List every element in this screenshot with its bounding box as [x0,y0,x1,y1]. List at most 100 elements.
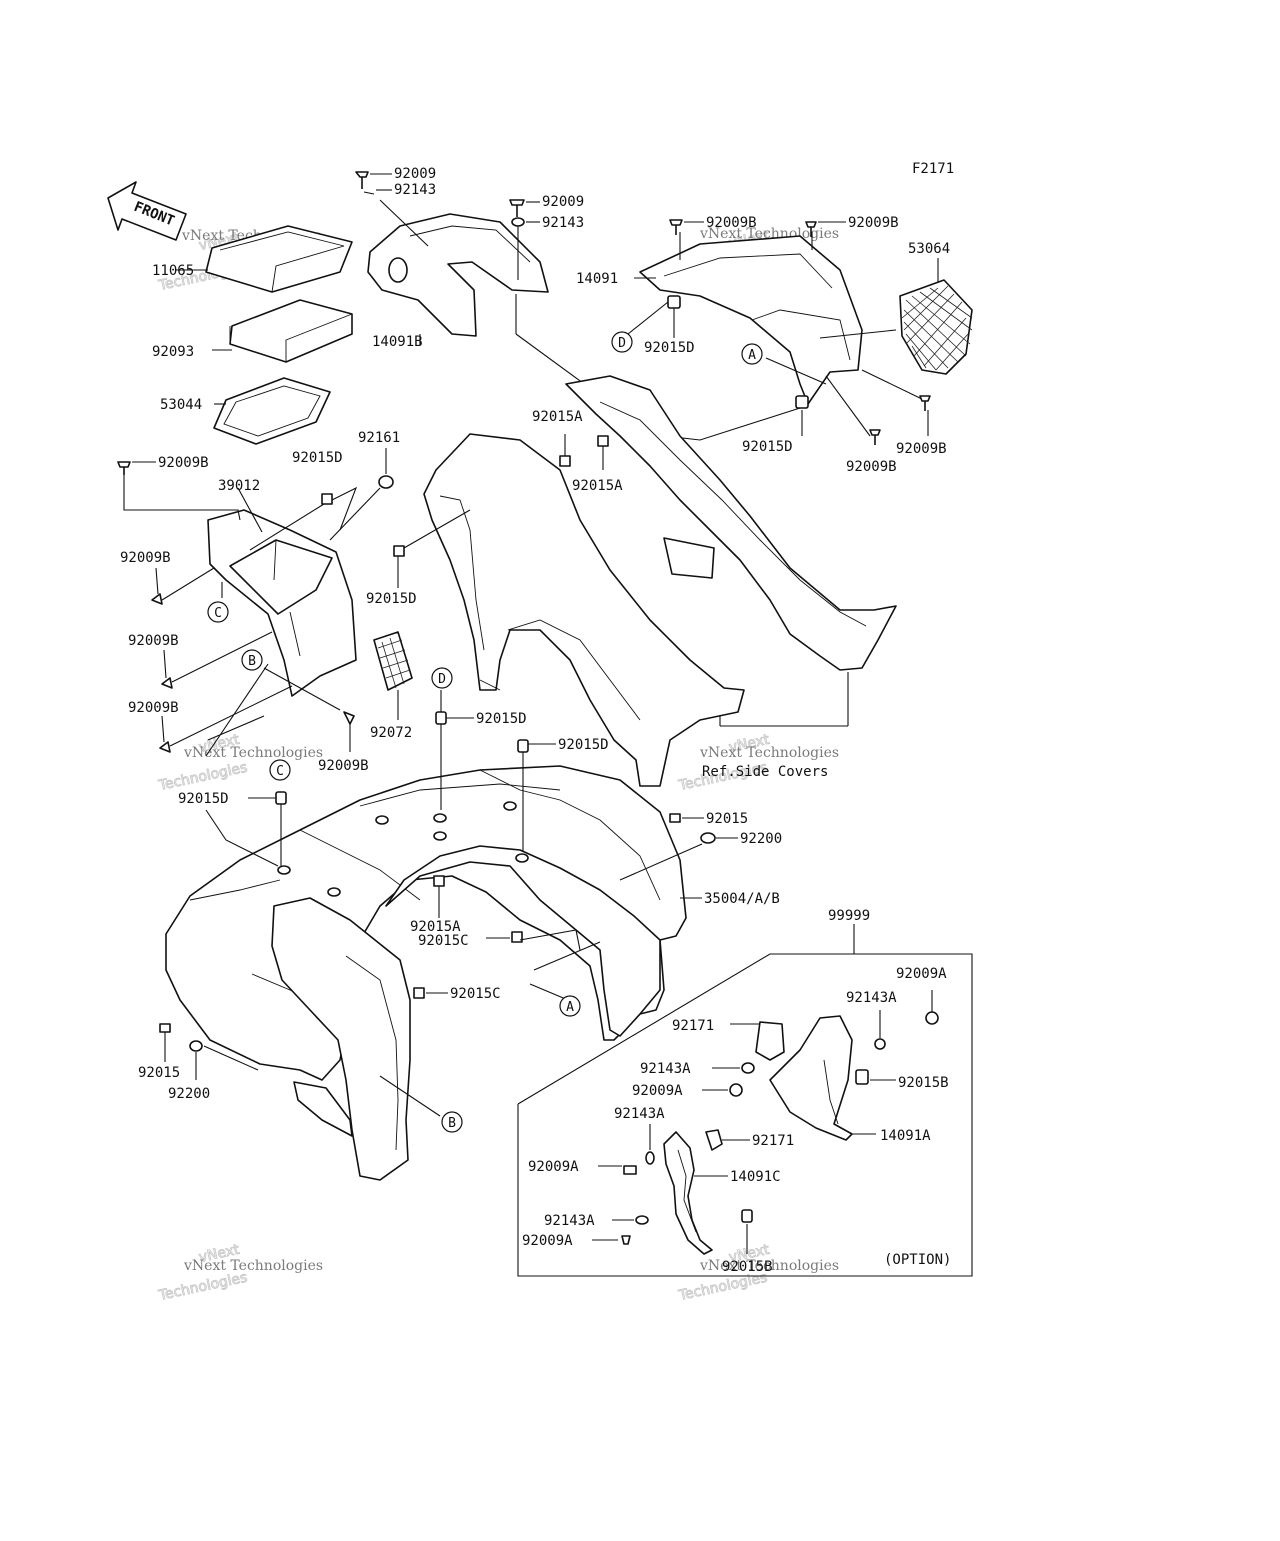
screw-icon [869,429,881,445]
screw-icon [343,711,355,725]
watermark-small: vNext Technologies [183,745,323,761]
cap-icon [378,475,394,489]
label-92015C: 92015C [450,986,501,1002]
rear-fender-seat [359,783,561,807]
watermark-small: vNext Technologies [183,1258,323,1274]
part-92093-filter [212,299,353,363]
label-92171: 92171 [672,1018,714,1034]
fasteners-top-center [355,171,629,417]
leader-92200-to-body [619,843,703,881]
grommet-icon [435,711,447,725]
label-92015D: 92015D [476,711,527,727]
ref-marker-B-label: B [248,654,256,669]
label-92009B: 92009B [846,459,897,475]
option-box [517,924,973,1277]
label-92093: 92093 [152,344,194,360]
lid-edges [219,231,345,293]
label-92015D: 92015D [742,439,793,455]
watermark-small: vNext Technologies [699,745,839,761]
screw-icon [621,1235,631,1245]
part-14091A [769,1015,853,1141]
label-92009B: 92009B [848,215,899,231]
front-fender-body [565,375,897,671]
grommet-icon [667,295,681,309]
screw-icon [623,1165,637,1175]
grommet-icon [275,791,287,805]
part-14091C-edge [677,1149,697,1233]
label-92009B: 92009B [128,633,179,649]
mount-hole [503,801,517,811]
ref-marker-D [611,331,633,353]
leader-92015D-diag [403,509,471,549]
grommet-icon [321,493,333,505]
grommet-icon [517,739,529,753]
screw-icon [669,219,683,235]
ref-markers: D A C B D C A B [207,331,763,1133]
label-92015B: 92015B [898,1075,949,1091]
leader-D [627,301,669,335]
figure-code: F2171 [912,161,954,177]
watermark-bottom-left: vNext Technologies vNext Technologies [156,1241,323,1304]
label-92009B: 92009B [120,550,171,566]
leader-92009B-d [861,369,925,401]
part-front-fender-left [423,433,745,787]
left-mud-flap-edge [345,955,399,1151]
front-fender-vent [663,537,715,579]
ref-marker-D2-label: D [438,672,446,687]
part-14091-right-cover [627,219,931,445]
leader-misc [205,663,269,757]
watermark-small: vNext Technologies [699,226,839,242]
part-53064-grill [899,258,973,375]
gasket-inner [223,385,321,437]
screw-leaders [679,232,813,260]
option-box-outline [517,953,973,1277]
part-92171-b [705,1129,723,1151]
watermark-small: vNext Technologies [699,1258,839,1274]
ref-marker-D-label: D [618,336,626,351]
grill-outline [899,279,973,375]
label-92009A: 92009A [632,1083,683,1099]
label-53064: 53064 [908,241,950,257]
leader-92161-b [329,487,381,541]
leader-to-cover [379,199,429,247]
nut-icon [669,813,681,823]
leader-92009B-c [825,375,871,437]
leader-53064 [819,329,897,339]
mount-hole [433,831,447,841]
label-92171: 92171 [752,1133,794,1149]
part-53044-gasket [213,377,331,445]
leader-A-r [529,941,601,1001]
leader-92009B-top [123,470,241,521]
option-label: (OPTION) [884,1252,951,1268]
clip-icon [413,987,425,999]
rear-flap [293,1081,353,1137]
label-92143A: 92143A [640,1061,691,1077]
label-92143A: 92143A [846,990,897,1006]
watermark-mid-left: vNext Technologies vNext Technologies [156,731,323,794]
screw-icon [919,395,931,411]
cover-body [367,213,549,337]
label-92015D: 92015D [292,450,343,466]
part-92072-vent [373,631,413,720]
ref-marker-A-label: A [748,348,756,363]
screw-icon [151,593,163,605]
box-edges [273,539,301,657]
mount-hole [277,865,291,875]
gasket-outer [213,377,331,445]
label-92009B: 92009B [128,700,179,716]
label-92009B: 92009B [318,758,369,774]
label-92009A: 92009A [528,1159,579,1175]
label-11065: 11065 [152,263,194,279]
leader-92009B-cv [161,715,165,743]
screw-icon [925,1011,939,1025]
washer-icon [635,1215,649,1225]
filter-body [229,299,353,363]
label-92015: 92015 [706,811,748,827]
mount-hole [375,815,389,825]
screw-icon [117,461,131,475]
label-92009: 92009 [542,194,584,210]
grommet-icon [393,545,405,557]
part-labels: 92009 92143 92009 92143 11065 14091B 920… [120,166,951,1275]
leader-92009B-b [171,631,273,683]
